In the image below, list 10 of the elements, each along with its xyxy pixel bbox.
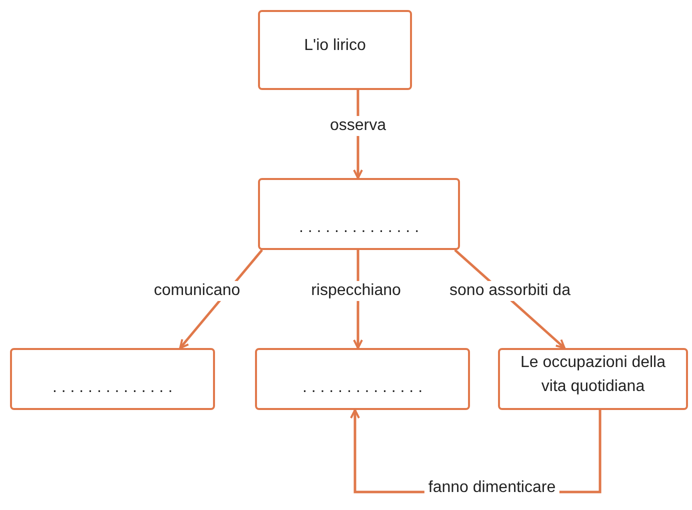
- box-text: L'io lirico: [304, 36, 366, 56]
- concept-box: [258, 10, 412, 90]
- fill-in-line: . . . . . . . . . . . . . .: [302, 378, 423, 398]
- concept-box: [498, 348, 688, 410]
- concept-box: [10, 348, 215, 410]
- concept-box: [258, 178, 460, 250]
- fill-in-line: . . . . . . . . . . . . . .: [52, 378, 173, 398]
- fill-in-line: . . . . . . . . . . . . . .: [298, 218, 420, 238]
- box-text: Le occupazioni della vita quotidiana: [520, 353, 666, 397]
- concept-box: [255, 348, 470, 410]
